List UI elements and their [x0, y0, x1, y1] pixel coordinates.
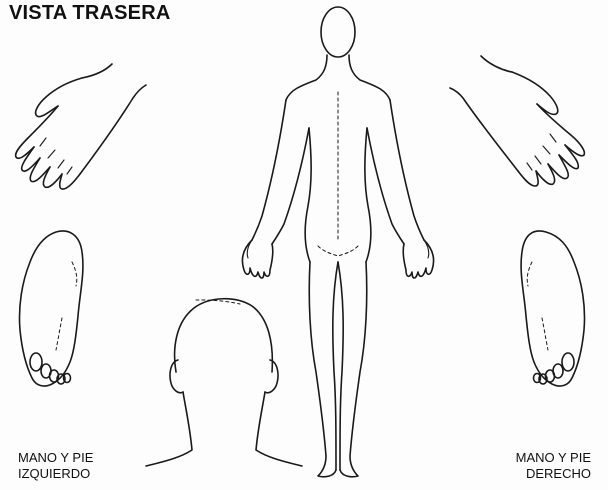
full-body-outline [242, 7, 433, 477]
head-back-outline [146, 299, 302, 466]
right-hand-foot-caption: MANO Y PIE DERECHO [516, 450, 591, 482]
left-caption-line1: MANO Y PIE [18, 450, 93, 466]
left-foot-outline [19, 231, 82, 386]
right-caption-line1: MANO Y PIE [516, 450, 591, 466]
left-hand-outline [16, 64, 146, 189]
right-hand-outline [450, 56, 584, 186]
left-hand-foot-caption: MANO Y PIE IZQUIERDO [18, 450, 93, 482]
right-caption-line2: DERECHO [516, 466, 591, 482]
right-foot-outline [521, 231, 584, 386]
left-caption-line2: IZQUIERDO [18, 466, 93, 482]
